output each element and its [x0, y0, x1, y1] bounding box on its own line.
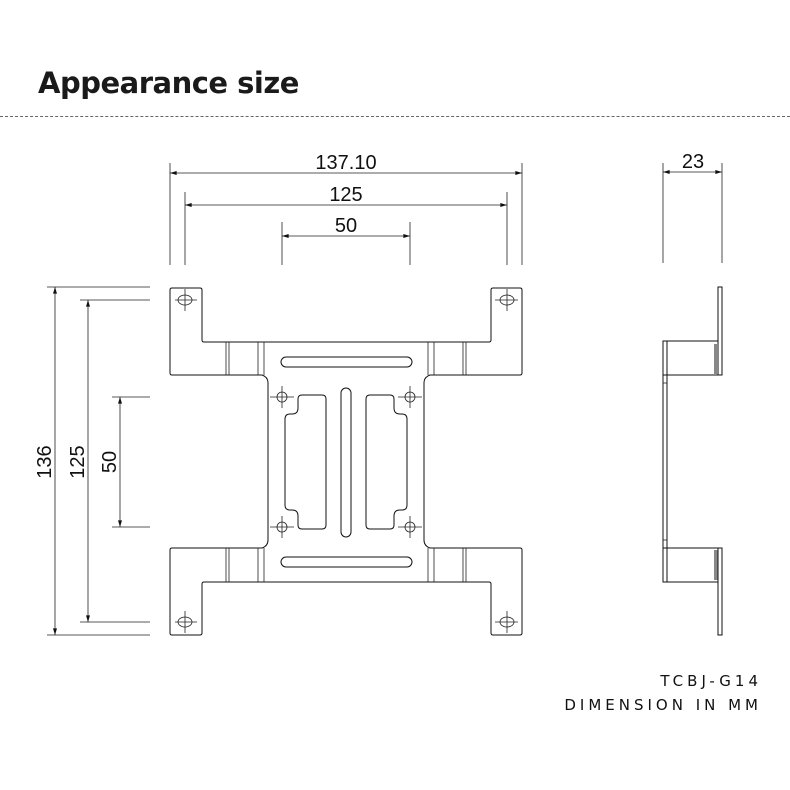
hole-icon [495, 611, 518, 633]
model-number: TCBJ-G14 [660, 672, 762, 690]
mounting-holes [175, 289, 518, 633]
left-dimensions: 136 125 50 [34, 286, 150, 636]
hole-icon [270, 516, 294, 538]
hole-icon [270, 386, 294, 408]
dim-inner-hole-spacing-height: 50 [99, 451, 121, 473]
dashed-divider [0, 116, 790, 117]
hole-icon [398, 516, 422, 538]
page-title: Appearance size [38, 66, 299, 100]
units-note: DIMENSION IN MM [564, 696, 762, 714]
bend-lines [225, 342, 467, 582]
dim-overall-width: 137.10 [315, 152, 376, 174]
hole-icon [495, 289, 518, 311]
slot-bottom [280, 556, 413, 568]
dim-hole-spacing-width: 125 [329, 184, 362, 206]
top-dimensions: 137.10 125 50 [169, 152, 523, 265]
bracket-side-view: 23 [662, 151, 723, 636]
dim-overall-height: 136 [34, 445, 56, 478]
slot-top [280, 356, 413, 368]
dim-inner-hole-spacing-width: 50 [335, 215, 357, 237]
cutout-right [365, 394, 408, 530]
dim-hole-spacing-height: 125 [67, 445, 89, 478]
dim-depth: 23 [682, 151, 704, 173]
cutout-left [284, 394, 327, 530]
hole-icon [398, 386, 422, 408]
bracket-front-view [169, 287, 523, 636]
slot-center [340, 387, 352, 538]
hole-icon [175, 289, 197, 311]
hole-icon [175, 611, 197, 633]
